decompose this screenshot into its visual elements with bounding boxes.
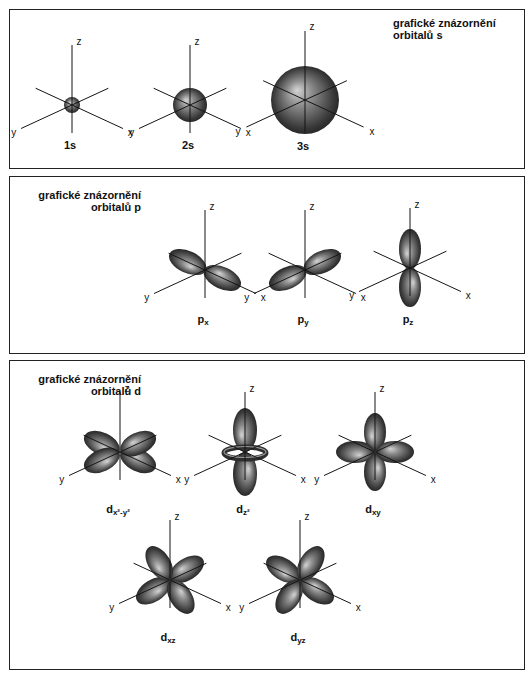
orbital-label: pz: [403, 314, 414, 327]
axis-label: x: [431, 473, 436, 484]
axis-line: [36, 88, 123, 128]
axis-label: x: [369, 125, 374, 136]
axis-line: [410, 208, 411, 296]
axis-line: [254, 253, 341, 293]
orbital-panel: grafické znázornění orbitalů d: [9, 360, 525, 670]
axis-label: z: [77, 36, 82, 47]
axis-label: y: [244, 291, 249, 302]
orbital-label: 3s: [297, 141, 309, 152]
axis-line: [84, 435, 171, 475]
axis-label: x: [466, 289, 471, 300]
axis-line: [375, 392, 376, 480]
axis-label: z: [250, 383, 255, 394]
axis-label: y: [144, 291, 149, 302]
panel-heading: grafické znázornění orbitalů p: [16, 189, 141, 213]
axis-line: [194, 435, 281, 475]
axis-label: z: [310, 201, 315, 212]
axis-label: x: [356, 601, 361, 612]
axis-label: x: [301, 473, 306, 484]
axis-line: [339, 435, 426, 475]
axis-label: z: [195, 36, 200, 47]
axis-label: x: [226, 601, 231, 612]
axis-line: [21, 88, 108, 128]
axis-label: z: [310, 21, 315, 32]
axis-label: x: [176, 473, 181, 484]
axis-line: [300, 520, 301, 608]
axis-line: [263, 81, 363, 127]
panel-heading: grafické znázornění orbitalů s: [393, 17, 518, 41]
orbital-lobe: [376, 441, 414, 463]
axis-line: [134, 563, 221, 603]
axis-label: y: [59, 473, 64, 484]
orbital-panel: grafické znázornění orbitalů s: [9, 9, 525, 169]
axis-line: [245, 392, 246, 480]
axis-label: y: [314, 473, 319, 484]
axis-line: [305, 31, 306, 132]
axis-label: z: [380, 383, 385, 394]
axis-label: y: [11, 126, 16, 137]
axis-line: [119, 563, 206, 603]
orbital-label: 1s: [64, 140, 76, 151]
axis-line: [154, 88, 241, 128]
axis-line: [205, 210, 206, 298]
axis-label: x: [246, 126, 251, 137]
axis-label: y: [109, 601, 114, 612]
axis-label: y: [184, 473, 189, 484]
orbital-label: py: [297, 314, 308, 327]
axis-line: [374, 251, 461, 291]
axis-line: [169, 253, 256, 293]
axis-line: [249, 563, 336, 603]
panel-heading: grafické znázornění orbitalů d: [16, 373, 141, 397]
orbital-lobe: [336, 441, 374, 463]
axis-label: z: [305, 511, 310, 522]
orbital-label: dyz: [290, 632, 305, 645]
axis-line: [190, 45, 191, 133]
axis-label: y: [349, 289, 354, 300]
axis-line: [120, 392, 121, 480]
orbital-label: dxz: [160, 632, 175, 645]
axis-label: y: [236, 125, 241, 136]
axis-line: [269, 253, 356, 293]
orbital-label: dz²: [236, 504, 249, 517]
axis-line: [154, 253, 241, 293]
orbital-label: px: [197, 314, 208, 327]
axis-line: [324, 435, 411, 475]
axis-label: z: [415, 199, 420, 210]
axis-line: [170, 520, 171, 608]
axis-line: [209, 435, 296, 475]
axis-label: y: [239, 601, 244, 612]
axis-line: [264, 563, 351, 603]
axis-line: [305, 210, 306, 298]
axis-line: [359, 251, 446, 291]
orbital-label: dx²-y²: [106, 504, 130, 517]
axis-label: z: [210, 201, 215, 212]
orbital-label: dxy: [365, 504, 381, 517]
axis-label: z: [125, 383, 130, 394]
axis-line: [139, 88, 226, 128]
axis-label: y: [129, 126, 134, 137]
axis-label: z: [175, 511, 180, 522]
orbital-label: 2s: [182, 140, 194, 151]
axis-label: x: [261, 291, 266, 302]
axis-label: x: [361, 291, 366, 302]
axis-line: [72, 45, 73, 133]
orbital-panel: grafické znázornění orbitalů p: [9, 176, 525, 354]
axis-line: [69, 435, 156, 475]
axis-line: [246, 81, 346, 127]
